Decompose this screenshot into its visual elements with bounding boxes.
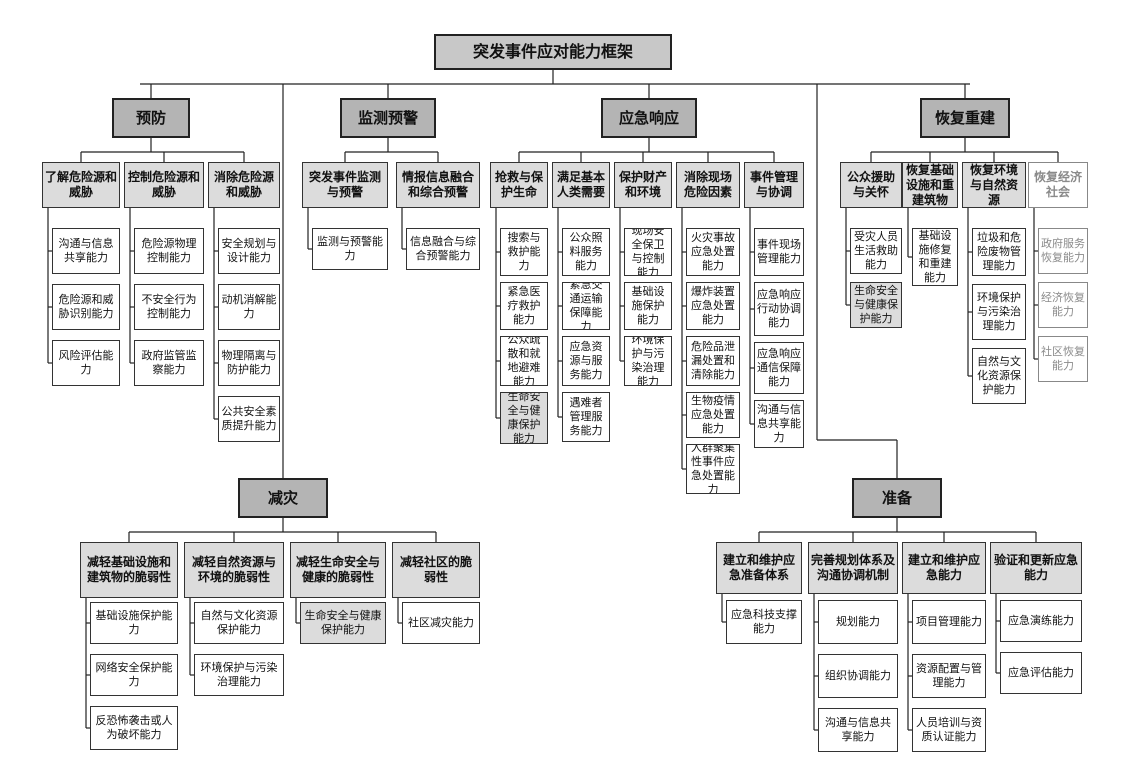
prevent-capability-2-2: 物理隔离与防护能力 [218,340,280,386]
recover-category-2: 恢复环境与自然资源 [962,162,1026,208]
prevent-capability-1-2: 政府监管监察能力 [134,340,204,386]
major-recover: 恢复重建 [920,98,1010,138]
prepare-capability-0-0: 应急科技支撑能力 [726,600,802,644]
prevent-category-0: 了解危险源和威胁 [42,162,120,208]
mitigate-capability-0-1: 网络安全保护能力 [90,654,178,696]
mitigate-capability-1-1: 环境保护与污染治理能力 [194,654,284,696]
mitigate-category-3: 减轻社区的脆弱性 [392,542,480,598]
respond-capability-3-0: 火灾事故应急处置能力 [686,228,740,276]
recover-capability-2-2: 自然与文化资源保护能力 [972,348,1026,404]
prepare-capability-3-1: 应急评估能力 [1000,652,1082,694]
major-prevent: 预防 [112,98,190,138]
recover-category-3: 恢复经济社会 [1028,162,1088,208]
respond-category-3: 消除现场危险因素 [676,162,740,208]
major-prepare: 准备 [852,478,942,518]
respond-capability-1-0: 公众照料服务能力 [562,228,610,276]
respond-capability-3-2: 危险品泄漏处置和清除能力 [686,336,740,386]
respond-category-1: 满足基本人类需要 [552,162,610,208]
respond-capability-1-2: 应急资源与服务能力 [562,336,610,386]
respond-category-4: 事件管理与协调 [744,162,804,208]
prepare-category-0: 建立和维护应急准备体系 [716,542,802,594]
prepare-capability-2-2: 人员培训与资质认证能力 [912,708,986,752]
respond-capability-3-1: 爆炸装置应急处置能力 [686,282,740,330]
mitigate-category-1: 减轻自然资源与环境的脆弱性 [184,542,284,598]
mitigate-category-2: 减轻生命安全与健康的脆弱性 [290,542,386,598]
recover-category-1: 恢复基础设施和重建筑物 [902,162,958,208]
respond-capability-4-0: 事件现场管理能力 [754,228,804,276]
recover-capability-2-0: 垃圾和危险废物管理能力 [972,228,1026,276]
root-title: 突发事件应对能力框架 [434,34,672,70]
mitigate-capability-0-0: 基础设施保护能力 [90,602,178,644]
respond-capability-0-3: 生命安全与健康保护能力 [500,392,548,444]
recover-capability-3-0: 政府服务恢复能力 [1038,228,1088,274]
prepare-category-1: 完善规划体系及沟通协调机制 [808,542,898,594]
prepare-capability-1-0: 规划能力 [818,600,898,644]
recover-capability-3-1: 经济恢复能力 [1038,282,1088,328]
recover-capability-3-2: 社区恢复能力 [1038,336,1088,382]
major-respond: 应急响应 [601,98,697,138]
monitor-capability-0-0: 监测与预警能力 [312,228,388,270]
respond-capability-4-2: 应急响应通信保障能力 [754,342,804,394]
recover-category-0: 公众援助与关怀 [840,162,902,208]
respond-capability-0-1: 紧急医疗救护能力 [500,282,548,330]
respond-capability-2-2: 环境保护与污染治理能力 [624,336,672,386]
prepare-capability-3-0: 应急演练能力 [1000,600,1082,642]
respond-capability-3-3: 生物疫情应急处置能力 [686,392,740,438]
prepare-category-3: 验证和更新应急能力 [990,542,1082,594]
prevent-capability-2-0: 安全规划与设计能力 [218,228,280,274]
respond-capability-0-0: 搜索与救护能力 [500,228,548,276]
mitigate-capability-0-2: 反恐怖袭击或人为破坏能力 [90,706,178,750]
monitor-capability-1-0: 信息融合与综合预警能力 [406,228,480,270]
major-mitigate: 减灾 [238,478,328,518]
monitor-category-1: 情报信息融合和综合预警 [396,162,480,208]
prepare-capability-2-1: 资源配置与管理能力 [912,654,986,698]
respond-capability-2-0: 现场安全保卫与控制能力 [624,228,672,276]
major-monitor: 监测预警 [340,98,436,138]
recover-capability-1-0: 基础设施修复和重建能力 [912,228,958,286]
prepare-category-2: 建立和维护应急能力 [902,542,986,594]
mitigate-capability-1-0: 自然与文化资源保护能力 [194,602,284,644]
prevent-capability-1-1: 不安全行为控制能力 [134,284,204,330]
respond-capability-4-3: 沟通与信息共享能力 [754,400,804,448]
prevent-capability-0-2: 风险评估能力 [52,340,120,386]
prevent-category-2: 消除危险源和威胁 [208,162,280,208]
respond-capability-1-1: 紧急交通运输保障能力 [562,282,610,330]
recover-capability-0-0: 受灾人员生活救助能力 [850,228,902,274]
recover-capability-0-1: 生命安全与健康保护能力 [850,282,902,328]
prepare-capability-2-0: 项目管理能力 [912,600,986,644]
mitigate-capability-2-0: 生命安全与健康保护能力 [300,602,386,644]
prevent-capability-2-1: 动机消解能力 [218,284,280,330]
prevent-capability-2-3: 公共安全素质提升能力 [218,396,280,442]
monitor-category-0: 突发事件监测与预警 [302,162,388,208]
respond-capability-3-4: 人群聚集性事件应急处置能力 [686,444,740,494]
prepare-capability-1-2: 沟通与信息共享能力 [818,708,898,752]
respond-capability-2-1: 基础设施保护能力 [624,282,672,330]
respond-category-0: 抢救与保护生命 [490,162,548,208]
respond-category-2: 保护财产和环境 [614,162,672,208]
mitigate-category-0: 减轻基础设施和建筑物的脆弱性 [80,542,178,598]
recover-capability-2-1: 环境保护与污染治理能力 [972,284,1026,340]
respond-capability-4-1: 应急响应行动协调能力 [754,282,804,336]
mitigate-capability-3-0: 社区减灾能力 [402,602,480,644]
respond-capability-0-2: 公众疏散和就地避难能力 [500,336,548,386]
prepare-capability-1-1: 组织协调能力 [818,654,898,698]
prevent-capability-1-0: 危险源物理控制能力 [134,228,204,274]
prevent-category-1: 控制危险源和威胁 [124,162,204,208]
respond-capability-1-3: 遇难者管理服务能力 [562,392,610,442]
prevent-capability-0-1: 危险源和威胁识别能力 [52,284,120,330]
prevent-capability-0-0: 沟通与信息共享能力 [52,228,120,274]
